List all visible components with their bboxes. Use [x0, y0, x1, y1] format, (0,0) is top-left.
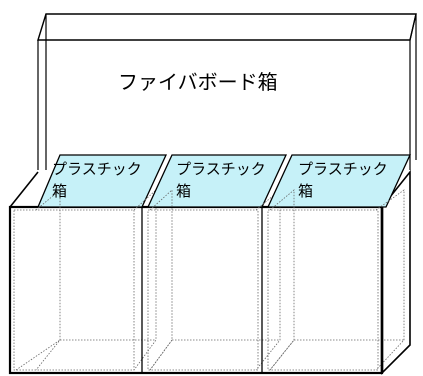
- plastic-box-2-left-wall: [149, 189, 173, 371]
- plastic-box-3-label-line1: プラスチック: [298, 160, 388, 178]
- fiberboard-box-corner: [409, 13, 417, 41]
- plastic-box-2: プラスチック 箱: [146, 154, 288, 373]
- plastic-box-2-right-wall: [255, 189, 281, 371]
- plastic-box-1-lid: [37, 154, 168, 208]
- plastic-box-3-label-line2: 箱: [298, 182, 313, 200]
- plastic-box-2-label-line2: 箱: [176, 182, 191, 200]
- plastic-box-3-lid: [266, 154, 412, 208]
- plastic-box-2-front-wall: [147, 209, 259, 371]
- plastic-box-1-floor-left: [15, 339, 61, 371]
- plastic-box-3: プラスチック 箱: [266, 154, 412, 371]
- plastic-box-1-right-wall: [133, 189, 157, 371]
- fiberboard-box-top: [37, 13, 417, 41]
- left-top-edge: [9, 171, 39, 208]
- plastic-box-2-lid: [146, 154, 288, 208]
- fiberboard-box: ファイバボード箱: [37, 13, 417, 170]
- front-frame: [8, 205, 384, 375]
- plastic-box-3-left-wall: [269, 189, 295, 371]
- plastic-box-1: プラスチック 箱: [13, 154, 168, 373]
- plastic-box-1-front-wall: [13, 209, 135, 371]
- plastic-box-3-front-wall: [267, 209, 379, 371]
- plastic-box-3-floor-left: [269, 339, 295, 371]
- plastic-box-1-label-line1: プラスチック: [52, 160, 142, 178]
- plastic-box-1-left-wall: [35, 189, 61, 371]
- plastic-box-3-right-wall: [375, 189, 405, 371]
- plastic-box-2-floor-left: [149, 339, 173, 371]
- plastic-box-1-label-line2: 箱: [52, 182, 67, 200]
- fiberboard-box-label: ファイバボード箱: [118, 70, 278, 94]
- plastic-box-2-label-line1: プラスチック: [176, 160, 266, 178]
